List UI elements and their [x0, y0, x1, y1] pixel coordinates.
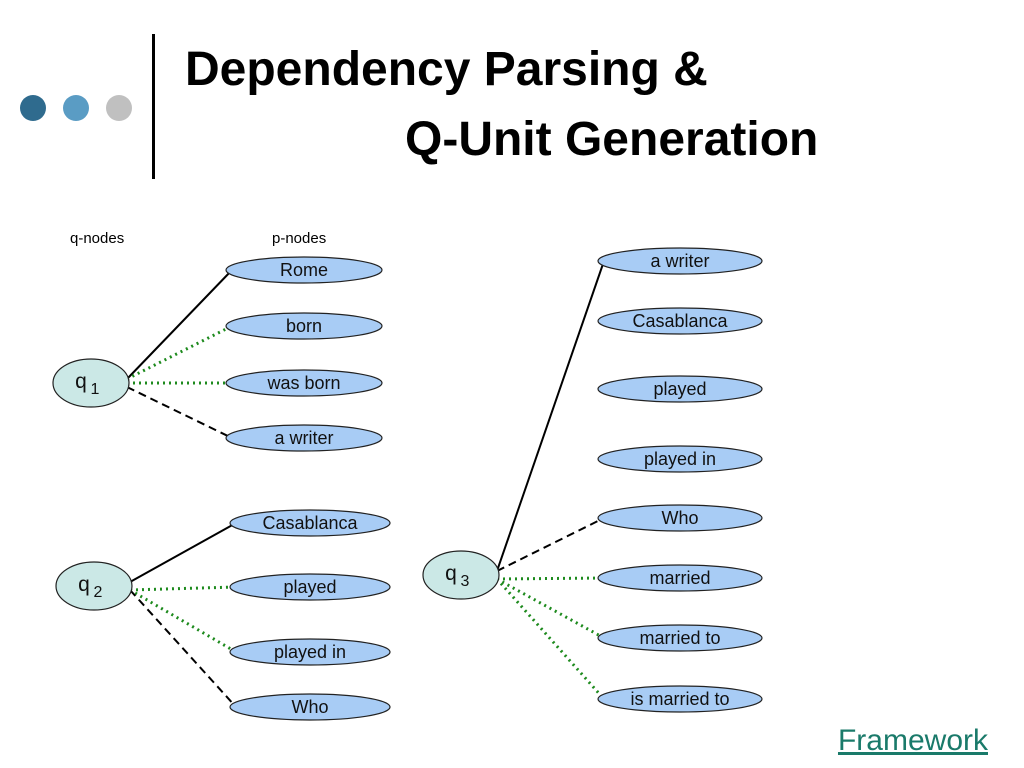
p-node-shape — [597, 564, 763, 592]
edge-layer — [126, 260, 606, 708]
q1-p-node: born — [225, 312, 383, 340]
q3-p-node: a writer — [597, 247, 763, 275]
q2-p-node: Casablanca — [229, 509, 391, 537]
p-node-label: a writer — [650, 251, 709, 271]
q1-p-node: was born — [225, 369, 383, 397]
p-node-shape — [597, 504, 763, 532]
slide-title-line1: Dependency Parsing & — [185, 43, 708, 96]
q1-p-node: Rome — [225, 256, 383, 284]
q2-edge-1 — [129, 522, 237, 583]
q2-edge-3 — [129, 588, 237, 654]
p-node-label: married — [649, 568, 710, 588]
p-node-shape — [225, 369, 383, 397]
p-node-shape — [229, 509, 391, 537]
p-node-shape — [597, 685, 763, 713]
q3-p-node: played in — [597, 445, 763, 473]
p-node-label: is married to — [630, 689, 729, 709]
q1-edge-1 — [126, 269, 233, 380]
p-node-label: played — [653, 379, 706, 399]
p-node-label: Rome — [280, 260, 328, 280]
slide-title-line2: Q-Unit Generation — [405, 113, 819, 166]
q3-p-node: married — [597, 564, 763, 592]
q3-p-node: married to — [597, 624, 763, 652]
q3-edge-1 — [496, 260, 605, 572]
decor-dot-2 — [63, 95, 89, 121]
p-node-shape — [225, 256, 383, 284]
q3-p-node: is married to — [597, 685, 763, 713]
q-node-subscript: 3 — [461, 573, 470, 590]
q2-edge-2 — [129, 585, 237, 592]
p-node-shape — [597, 375, 763, 403]
p-node-label: was born — [266, 373, 340, 393]
q2-p-node: played in — [229, 638, 391, 666]
p-node-shape — [225, 424, 383, 452]
p-node-label: a writer — [274, 428, 333, 448]
q-node-label: q — [445, 562, 457, 585]
p-node-shape — [597, 624, 763, 652]
p-node-shape — [229, 693, 391, 721]
q-node-shape — [55, 561, 133, 611]
p-node-shape — [229, 638, 391, 666]
q3-p-node: Casablanca — [597, 307, 763, 335]
q-node-shape — [422, 550, 500, 600]
q-node-label: q — [78, 573, 90, 596]
q3-edge-6 — [496, 576, 605, 581]
p-node-shape — [597, 307, 763, 335]
p-node-label: played — [283, 577, 336, 597]
decor-dot-3 — [106, 95, 132, 121]
q3-edge-7 — [496, 577, 605, 640]
q3-p-node: Who — [597, 504, 763, 532]
p-node-shape — [225, 312, 383, 340]
q-node-label: q — [75, 370, 87, 393]
q1-p-node: a writer — [225, 424, 383, 452]
p-node-shape — [597, 445, 763, 473]
q3-p-node: played — [597, 375, 763, 403]
p-node-label: Casablanca — [632, 311, 728, 331]
q1-edge-4 — [126, 386, 233, 439]
p-node-label: born — [286, 316, 322, 336]
p-node-label: played in — [644, 449, 716, 469]
p-node-label: Who — [661, 508, 698, 528]
q3-edge-8 — [495, 578, 606, 700]
p-node-label: married to — [639, 628, 720, 648]
framework-link[interactable]: Framework — [837, 724, 988, 757]
p-node-label: Casablanca — [262, 513, 358, 533]
p-node-shape — [597, 247, 763, 275]
q2-p-node: Who — [229, 693, 391, 721]
q-node-shape — [52, 358, 130, 408]
q2-edge-4 — [129, 589, 237, 708]
q3-edge-5 — [496, 517, 605, 572]
q1-edge-2 — [126, 324, 233, 381]
q2-p-node: played — [229, 573, 391, 601]
p-node-label: Who — [291, 697, 328, 717]
q-node-subscript: 2 — [94, 584, 103, 601]
title-divider — [152, 34, 155, 179]
p-node-label: played in — [274, 642, 346, 662]
q-nodes-header: q-nodes — [70, 230, 125, 247]
decor-dot-1 — [20, 95, 46, 121]
p-node-shape — [229, 573, 391, 601]
p-nodes-header: p-nodes — [272, 230, 327, 247]
q-node-subscript: 1 — [91, 381, 100, 398]
